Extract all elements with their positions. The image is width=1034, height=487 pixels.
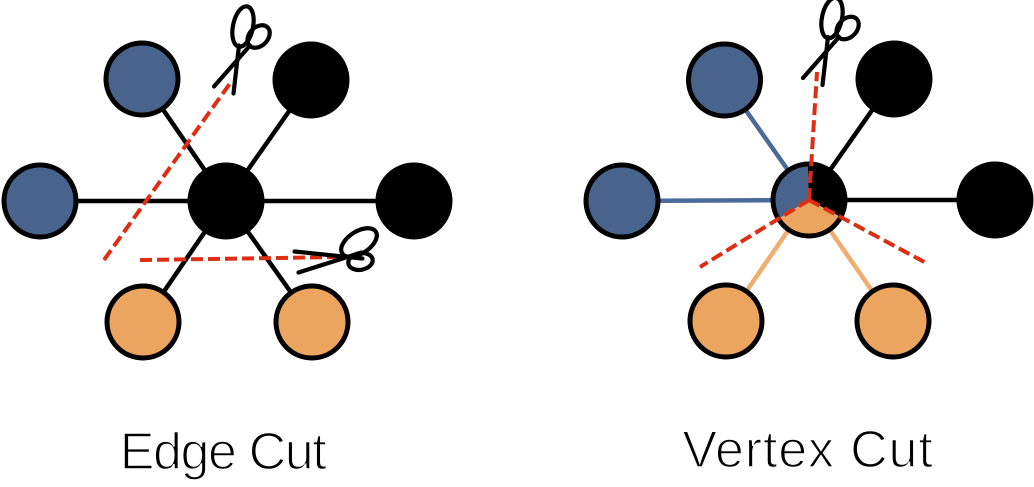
svg-text:Vertex Cut: Vertex Cut xyxy=(682,421,933,479)
svg-text:Edge Cut: Edge Cut xyxy=(120,423,328,481)
